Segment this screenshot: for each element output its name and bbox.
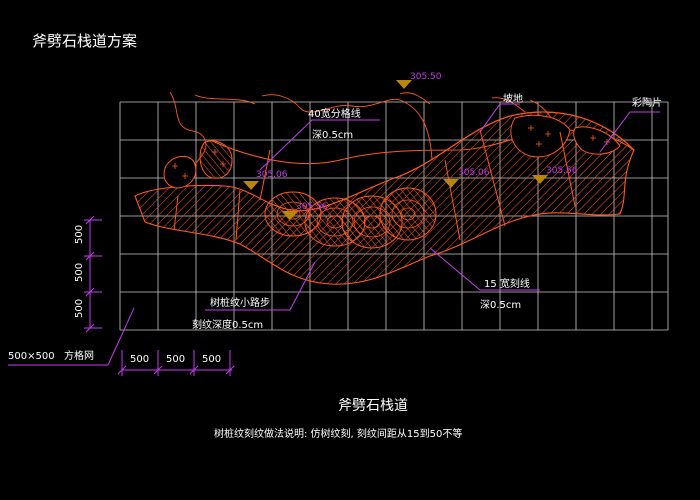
vertical-dimension-value: 500 — [74, 263, 85, 282]
top-elevation-label: 305.50 — [410, 72, 442, 82]
path-depth-label: 刻纹深度0.5cm — [192, 318, 263, 331]
elevation-label: 305.06 — [458, 168, 490, 178]
horizontal-dimension — [117, 350, 235, 376]
page-title: 斧劈石栈道方案 — [32, 32, 137, 50]
stripe-depth-label: 深0.5cm — [312, 129, 353, 141]
stone-slab-label: 彩陶片 — [632, 96, 662, 109]
drawing-note: 树桩纹刻纹做法说明: 仿树纹刻, 刻纹间距从15到50不等 — [214, 427, 462, 440]
grid-legend-label: 方格网 — [64, 349, 94, 362]
drawing-title: 斧劈石栈道 — [338, 397, 408, 414]
elevation-label: 305.56 — [296, 202, 328, 212]
elevation-markers — [243, 80, 548, 220]
path-label: 树桩纹小路步 — [210, 296, 270, 309]
cut-depth-label: 深0.5cm — [480, 299, 521, 311]
horizontal-dimension-value: 500 — [202, 354, 221, 365]
vertical-dimension-value: 500 — [74, 299, 85, 318]
slope-label: 坡地 — [503, 92, 523, 105]
leader-lines — [8, 103, 660, 366]
elevation-label: 305.56 — [546, 166, 578, 176]
horizontal-dimension-value: 500 — [166, 354, 185, 365]
cut-line-label: 15 宽刻线 — [484, 277, 530, 290]
vertical-dimension — [84, 215, 102, 333]
vertical-dimension-value: 500 — [74, 225, 85, 244]
stripe-line-label: 40宽分格线 — [308, 107, 361, 120]
stone-path — [134, 111, 635, 285]
grid-size-label: 500×500 — [8, 351, 55, 362]
elevation-label: 305.06 — [256, 170, 288, 180]
horizontal-dimension-value: 500 — [130, 354, 149, 365]
